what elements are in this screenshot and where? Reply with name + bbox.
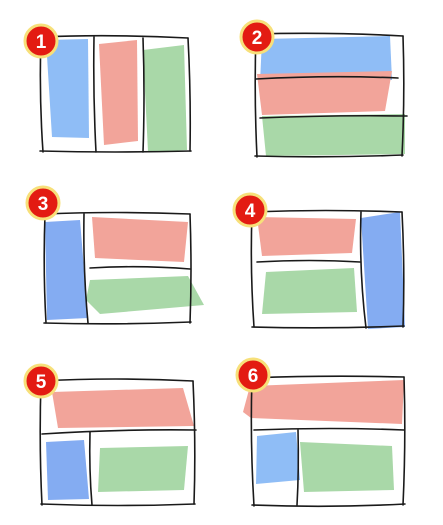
- sketch-frame: [39, 34, 192, 153]
- sketch-frame: [249, 375, 406, 508]
- number-badge-3: 3: [25, 185, 61, 221]
- panel-red: [52, 388, 194, 428]
- panel-green: [98, 446, 188, 492]
- badge-number: 3: [38, 194, 49, 215]
- panel-red: [92, 217, 188, 262]
- panel-blue: [260, 36, 392, 83]
- diagram-4: 4: [232, 192, 405, 329]
- badge-number: 1: [36, 32, 47, 53]
- panel-red: [99, 40, 138, 145]
- panel-red: [257, 71, 392, 115]
- badge-number: 5: [36, 372, 47, 393]
- number-badge-5: 5: [23, 363, 59, 399]
- badge-number: 6: [248, 366, 259, 387]
- number-badge-2: 2: [239, 19, 275, 55]
- diagram-6: 6: [235, 357, 406, 508]
- diagram-1: 1: [23, 23, 192, 153]
- panel-red: [243, 380, 404, 424]
- panel-blue: [46, 440, 89, 500]
- diagram-3: 3: [25, 185, 204, 325]
- badge-number: 2: [252, 28, 263, 49]
- panel-green: [300, 442, 394, 492]
- diagram-2: 2: [239, 19, 408, 158]
- panel-green: [86, 276, 204, 314]
- panel-blue: [361, 212, 405, 329]
- panel-blue: [45, 220, 88, 320]
- badge-number: 4: [245, 201, 256, 222]
- panel-blue: [46, 39, 89, 138]
- sketch-frame: [43, 211, 192, 325]
- sketch-frame: [250, 209, 405, 329]
- number-badge-1: 1: [23, 23, 59, 59]
- panel-green: [143, 45, 187, 152]
- diagram-5: 5: [23, 363, 197, 507]
- number-badge-4: 4: [232, 192, 268, 228]
- panel-red: [257, 217, 356, 256]
- panel-blue: [256, 432, 300, 484]
- panel-green: [262, 114, 405, 156]
- number-badge-6: 6: [235, 357, 271, 393]
- panel-green: [262, 268, 357, 314]
- sketch-frame: [254, 32, 408, 158]
